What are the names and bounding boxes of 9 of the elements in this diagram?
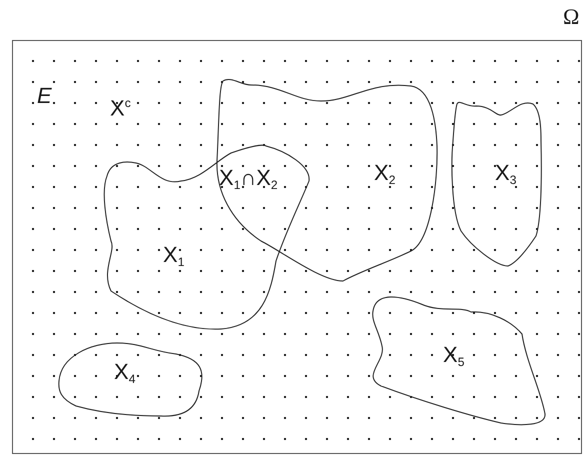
set-letter: E [37, 85, 52, 107]
universe-symbol: Ω [563, 6, 580, 28]
set-label: X$_{1}$ [163, 244, 184, 268]
set-label: X$_{3}$ [495, 162, 516, 186]
set-label: X$^{c}$ [110, 97, 131, 120]
set-label: X$_{4}$ [114, 361, 136, 386]
set-label: X$_{1}$∩X$_{2}$ [219, 167, 278, 192]
set-label: X$_{5}$ [443, 344, 464, 368]
set-label: X$_{2}$ [374, 162, 396, 186]
